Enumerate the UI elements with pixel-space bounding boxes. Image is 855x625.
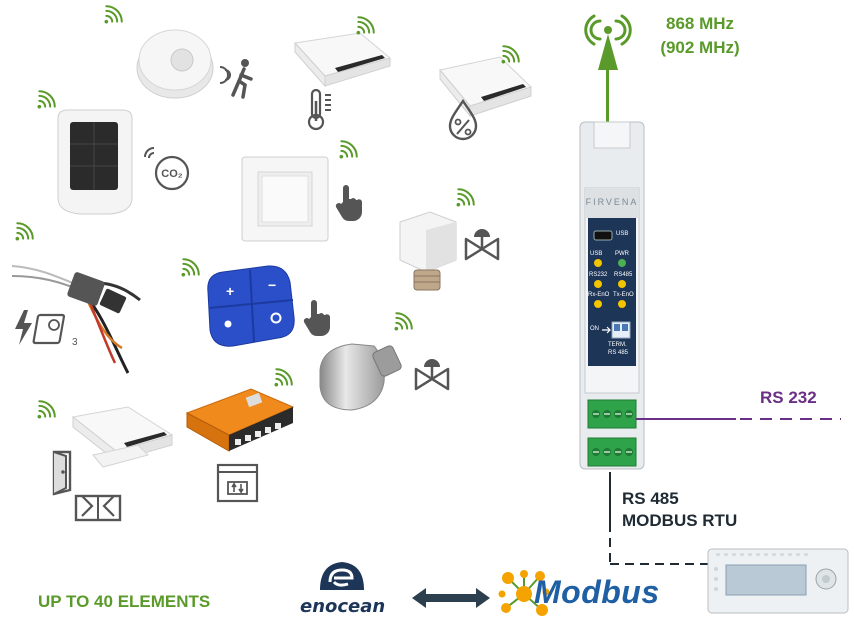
- pwr-led-label: PWR: [615, 251, 629, 257]
- motion-sensor: [130, 20, 220, 100]
- rs485-label: RS 485 MODBUS RTU: [622, 488, 737, 532]
- blind-actuator: [185, 385, 295, 460]
- wifi-icon: [14, 222, 34, 242]
- rs485-led-label: RS485: [614, 272, 633, 278]
- wifi-icon: [180, 258, 200, 278]
- svg-text:+: +: [226, 283, 234, 299]
- svg-text:CO₂: CO₂: [161, 168, 183, 180]
- tx-led-label: Tx-EnO: [613, 292, 634, 298]
- power-load-badge: 3: [72, 337, 78, 348]
- modbus-rtu-text: MODBUS RTU: [622, 511, 738, 530]
- bidirectional-arrow-icon: [412, 588, 490, 608]
- hand-press-icon: [332, 180, 364, 224]
- rs485-text: RS 485: [622, 489, 679, 508]
- walking-person-icon: [219, 59, 253, 99]
- svg-text:−: −: [268, 277, 276, 293]
- enocean-logo: enocean: [298, 560, 393, 622]
- usb-port-label: USB: [616, 231, 629, 237]
- rs232-line: [636, 418, 841, 420]
- valve-actuator: [390, 210, 465, 295]
- term-bus-label: RS 485: [608, 350, 629, 356]
- modbus-logo: Modbus: [498, 568, 688, 620]
- gateway-device: FIRVENA USB USB PWR RS232 RS485 Rx-EnO T…: [576, 118, 648, 473]
- wall-switch: [240, 155, 330, 243]
- switch-actuator: [10, 238, 145, 378]
- antenna-cable: [606, 70, 609, 125]
- antenna-icon: [584, 14, 632, 70]
- wifi-icon: [393, 312, 413, 332]
- rs485-line: [609, 472, 718, 565]
- humidity-drop-icon: [448, 98, 478, 141]
- elements-count-label: UP TO 40 ELEMENTS: [38, 592, 211, 611]
- rx-led-label: Rx-EnO: [588, 292, 610, 298]
- humidity-sensor: [435, 52, 535, 122]
- modbus-logo-text: Modbus: [534, 574, 660, 610]
- plc-controller: [706, 545, 851, 617]
- rs232-led-label: RS232: [589, 272, 608, 278]
- wifi-icon: [338, 140, 358, 160]
- temperature-sensor: [290, 28, 395, 93]
- modbus-logo-mark: [498, 570, 550, 616]
- remote-button: + −: [198, 262, 298, 352]
- enocean-logo-text: enocean: [300, 596, 386, 617]
- frequency-label: 868 MHz (902 MHz): [648, 12, 752, 60]
- wifi-icon: [273, 368, 293, 388]
- term-label: TERM.: [608, 342, 627, 348]
- wifi-icon: [36, 90, 56, 110]
- frequency-alt: (902 MHz): [660, 38, 740, 57]
- thermometer-icon: [307, 88, 331, 131]
- radiator-valve: [312, 330, 407, 415]
- power-load-icon: 3: [15, 310, 78, 348]
- frequency-main: 868 MHz: [665, 14, 735, 33]
- door-window-icon: [52, 450, 122, 522]
- dip-on-label: ON: [590, 326, 599, 332]
- wifi-icon: [500, 45, 520, 65]
- co2-icon: CO₂: [144, 147, 190, 191]
- usb-led-label: USB: [590, 251, 603, 257]
- blind-icon: [216, 463, 259, 503]
- wifi-icon: [103, 5, 123, 25]
- wifi-icon: [36, 400, 56, 420]
- valve-icon: [412, 355, 452, 395]
- wifi-icon: [455, 188, 475, 208]
- wifi-icon: [355, 16, 375, 36]
- window-contact: [68, 405, 178, 485]
- enocean-logo-mark: [320, 562, 364, 590]
- co2-sensor: [50, 108, 140, 218]
- rs232-label: RS 232: [760, 388, 817, 407]
- gateway-brand: FIRVENA: [585, 197, 639, 207]
- valve-icon: [462, 225, 502, 265]
